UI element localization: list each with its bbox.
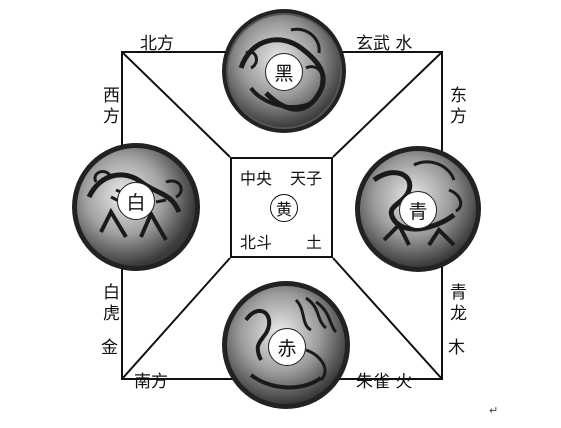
return-mark: ↵ bbox=[489, 404, 499, 417]
medal-north: 黑 bbox=[221, 8, 347, 134]
medal-south-label: 赤 bbox=[268, 328, 306, 366]
label-east: 东方 bbox=[446, 86, 466, 128]
medal-west-label: 白 bbox=[117, 182, 155, 220]
label-east-element: 木 bbox=[448, 338, 465, 358]
label-north: 北方 bbox=[140, 34, 174, 54]
center-color-circle: 黄 bbox=[270, 194, 298, 222]
diag-nw bbox=[121, 51, 231, 158]
center-top-left: 中央 bbox=[240, 169, 273, 188]
label-east-beast: 青龙 bbox=[446, 283, 466, 325]
medal-east-label: 青 bbox=[399, 191, 437, 229]
center-color: 黄 bbox=[275, 200, 292, 219]
medal-east: 青 bbox=[354, 145, 482, 273]
label-west-element: 金 bbox=[101, 338, 118, 358]
center-box: 中央 天子 黄 北斗 土 bbox=[230, 157, 333, 258]
label-west-beast: 白虎 bbox=[99, 283, 119, 325]
medal-south: 赤 bbox=[221, 280, 351, 410]
diag-ne bbox=[332, 51, 443, 158]
label-south-guardian: 朱雀 火 bbox=[356, 372, 413, 392]
label-south: 南方 bbox=[134, 372, 168, 392]
center-top-right: 天子 bbox=[290, 169, 323, 188]
medal-west: 白 bbox=[71, 142, 201, 272]
medal-north-label: 黑 bbox=[265, 53, 303, 91]
center-bottom-left: 北斗 bbox=[240, 233, 273, 252]
diag-se bbox=[332, 257, 443, 380]
label-west: 西方 bbox=[99, 86, 119, 128]
center-bottom-right: 土 bbox=[306, 233, 323, 252]
diag-sw bbox=[121, 257, 231, 380]
label-north-guardian: 玄武 水 bbox=[356, 34, 413, 54]
